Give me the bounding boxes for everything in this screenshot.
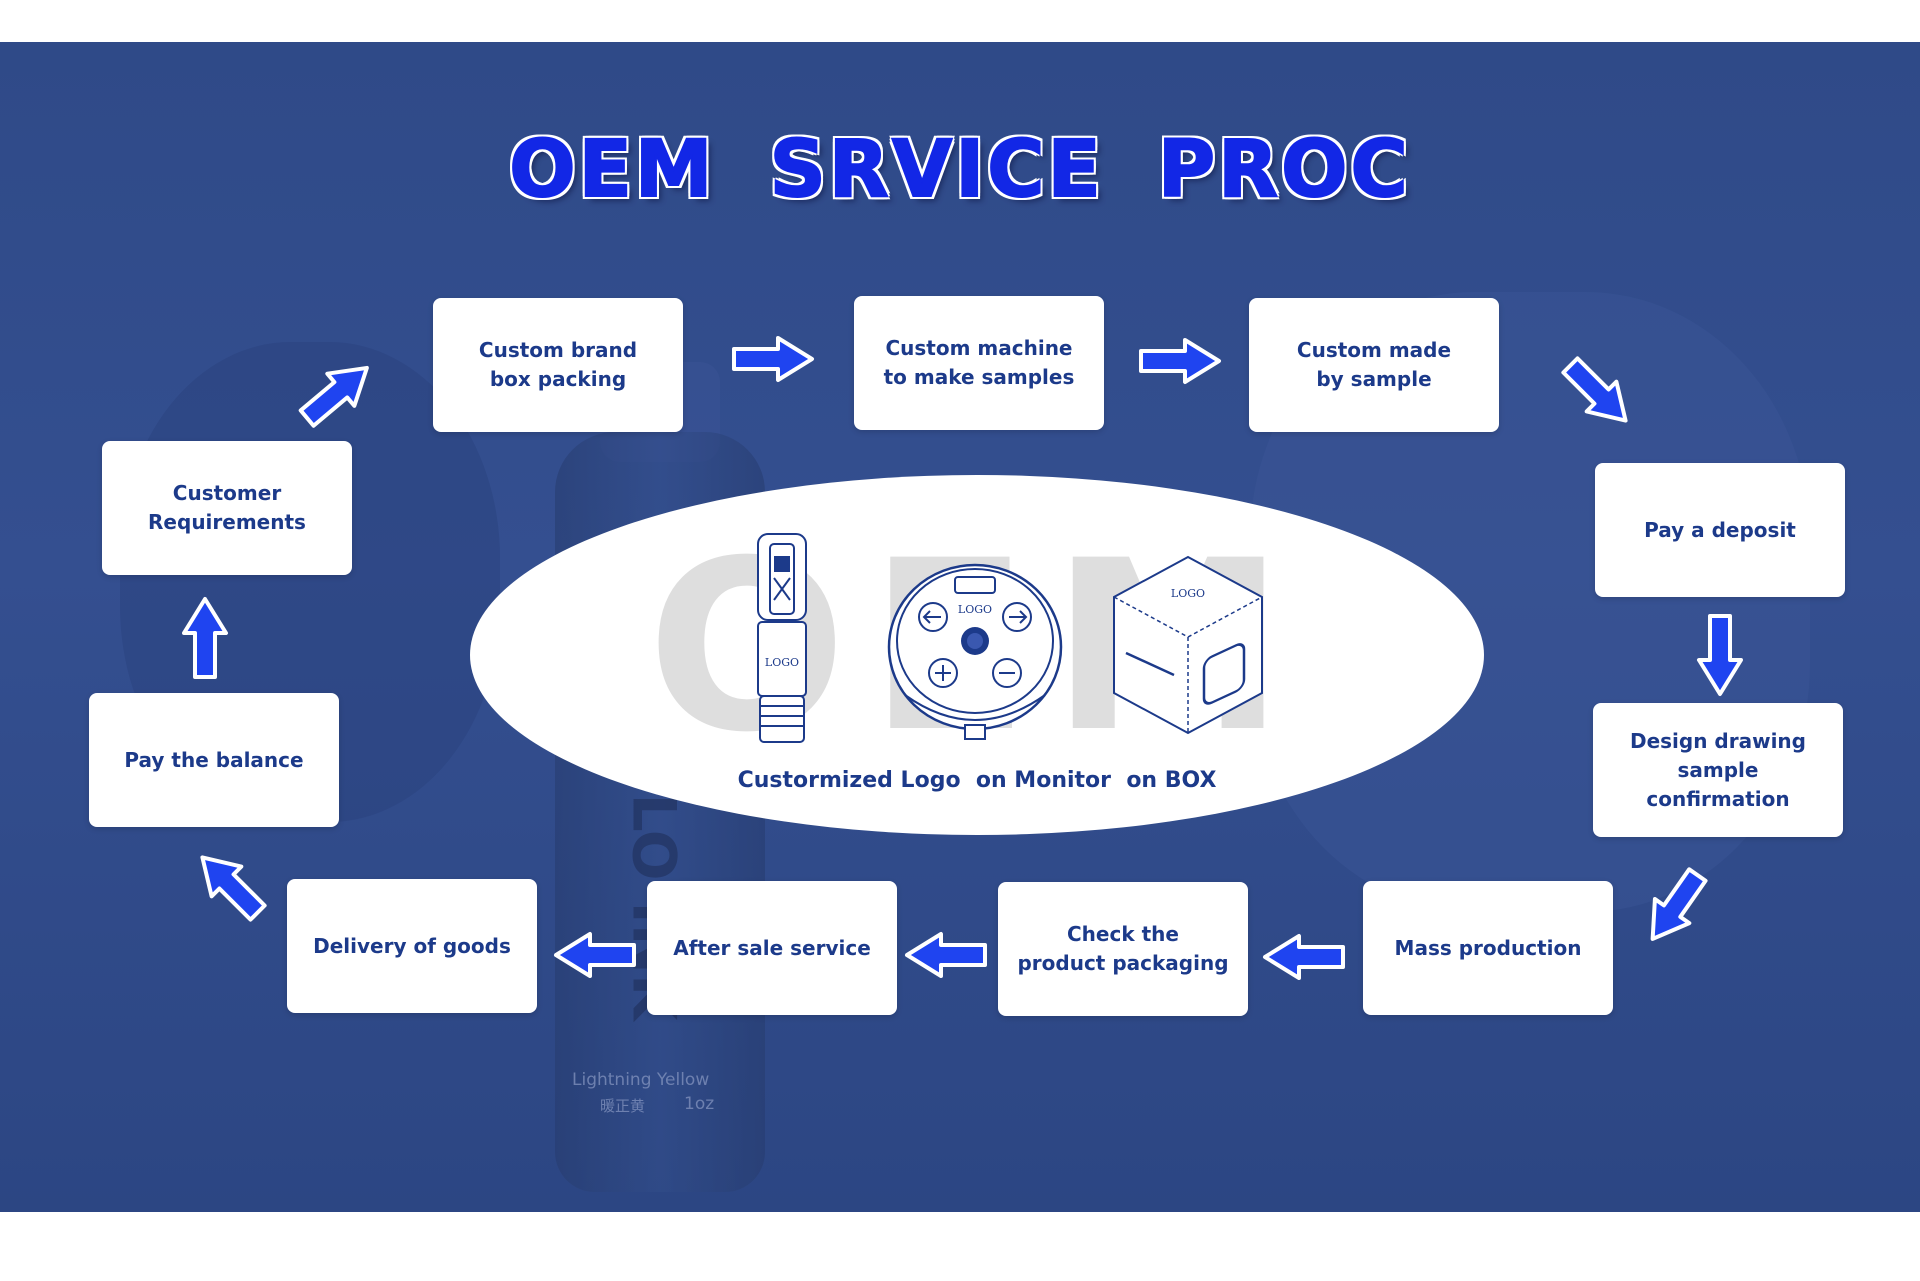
power-supply-icon: LOGO (887, 563, 1063, 740)
monitor-logo-text: LOGO (958, 603, 992, 616)
tattoo-pen-icon: LOGO (757, 533, 807, 743)
step-pay-balance: Pay the balance (89, 693, 339, 827)
step-pay-deposit: Pay a deposit (1595, 463, 1845, 597)
step-design-drawing: Design drawing sample confirmation (1593, 703, 1843, 837)
arrow-left-icon (1263, 934, 1345, 980)
arrow-right-icon (732, 336, 814, 382)
step-customer-requirements: Customer Requirements (102, 441, 352, 575)
bottle-color-text: Lightning Yellow (572, 1070, 710, 1090)
arrow-up-icon (182, 597, 228, 679)
step-label: Check the product packaging (1017, 922, 1229, 975)
pen-logo-text: LOGO (765, 656, 799, 669)
arrow-left-icon (905, 932, 987, 978)
arrow-down-icon (1697, 614, 1743, 696)
step-label: Mass production (1394, 935, 1582, 960)
arrow-down-right-icon (1561, 356, 1628, 423)
arrow-right-icon (1139, 338, 1221, 384)
step-mass-production: Mass production (1363, 881, 1613, 1015)
background-panel: LO INK Lightning Yellow 暖正黄 1oz (0, 42, 1920, 1212)
step-custom-made-by-sample: Custom made by sample (1249, 298, 1499, 432)
step-label: Customer Requirements (148, 481, 306, 534)
step-custom-machine-samples: Custom machine to make samples (854, 296, 1104, 430)
arrow-left-icon (554, 932, 636, 978)
arrow-down-left-icon (1650, 867, 1708, 941)
arrow-up-left-icon (200, 855, 267, 922)
bottle-chinese-text: 暖正黄 (600, 1097, 646, 1115)
arrow-up-right-icon (298, 365, 369, 428)
center-caption: Custormized Logo on Monitor on BOX (737, 768, 1217, 793)
box-logo-text: LOGO (1171, 587, 1205, 600)
center-oval: OEM LOGO LOGO LOGO (470, 475, 1484, 835)
step-label: Custom machine to make samples (883, 336, 1075, 389)
step-label: Custom brand box packing (478, 338, 638, 391)
box-icon: LOGO (1113, 555, 1263, 735)
bottle-volume-text: 1oz (684, 1094, 715, 1114)
step-label: Pay the balance (124, 747, 304, 772)
step-custom-brand-box-packing: Custom brand box packing (433, 298, 683, 432)
step-label: After sale service (673, 935, 871, 960)
step-label: Pay a deposit (1644, 517, 1796, 542)
step-delivery-of-goods: Delivery of goods (287, 879, 537, 1013)
step-after-sale-service: After sale service (647, 881, 897, 1015)
step-label: Custom made by sample (1296, 338, 1452, 391)
page-title: OEM SRVICE PROC (508, 124, 1411, 216)
step-label: Delivery of goods (313, 933, 511, 958)
step-label: Design drawing sample confirmation (1629, 728, 1806, 811)
step-check-packaging: Check the product packaging (998, 882, 1248, 1016)
